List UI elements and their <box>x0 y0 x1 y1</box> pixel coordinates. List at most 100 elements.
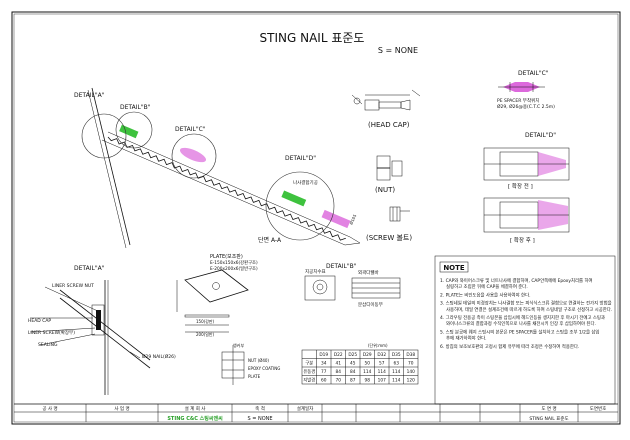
da-leader-1 <box>44 286 101 313</box>
sheet-inner-border <box>13 13 619 423</box>
head-cap-tip <box>400 99 411 111</box>
main-nail-assembly: Ø105 <box>81 87 361 249</box>
screw-body <box>389 206 401 222</box>
titleblock-header: 설 계 회 사 <box>185 405 207 412</box>
plate-iso <box>184 269 249 303</box>
plate-title: PLATE(보조판) <box>210 253 243 260</box>
spec-table-cell: 41 <box>336 361 342 367</box>
head-cap-left-label: HEAD CAP <box>28 318 51 324</box>
drawing-title: STING NAIL 표준도 <box>260 31 365 45</box>
sheet-border <box>11 11 621 425</box>
nut-square-2 <box>376 167 391 181</box>
head-cap-shaft <box>378 101 402 109</box>
pe-spacer-label-2: Ø29, Ø26@용(C.T.C 2.5m) <box>497 103 555 110</box>
plate-dim-text-2: 200(일반) <box>196 331 215 337</box>
spec-table-cell: 114 <box>378 369 386 375</box>
titleblock-header: 축 척 <box>255 405 265 412</box>
head-cap-body <box>364 99 380 111</box>
before-expand-drawing <box>483 147 570 181</box>
spec-table-cell: 87 <box>350 378 356 384</box>
spec-table-cell: 유동경 <box>303 368 315 375</box>
spec-table-cell: 140 <box>407 369 415 375</box>
head-cap-leader <box>351 94 363 105</box>
anchor-label: 앵커부 <box>233 342 244 348</box>
hole-lower-line <box>101 139 346 246</box>
spec-table-cell: 34 <box>321 361 327 367</box>
spec-table-cell: 98 <box>365 378 371 384</box>
spec-table-header: D19 <box>319 352 328 358</box>
anchor-zone-label: 외곽다웰바 <box>358 269 380 276</box>
rebar-thread <box>107 136 346 241</box>
table-unit: (단위:mm) <box>368 342 388 348</box>
after-expand-drawing <box>483 197 570 233</box>
da-leader-3 <box>29 327 96 333</box>
detail-b-label: DETAIL"B" <box>120 104 151 111</box>
detail-a-bottom-label: DETAIL"A" <box>74 265 105 272</box>
titleblock-header: 사 업 명 <box>114 405 129 412</box>
db-bolt-inner <box>316 283 324 291</box>
detail-c-label: DETAIL"C" <box>175 126 206 133</box>
note-item-line: 5. 스팅 분공에 웨지 스팅시의 본문은 PE SPACER를 설치하고 스팅… <box>440 328 599 335</box>
after-caption: [ 확장 후 ] <box>510 236 535 244</box>
liner-screw-nut-label: LINER SCREW NUT <box>52 283 94 289</box>
detail-c-right-label: DETAIL"C" <box>518 70 549 77</box>
detail-c-circle <box>171 133 217 179</box>
note-item-line: 실링하고 조립한 뒤에 CAP을 체결하여 준다. <box>446 283 528 290</box>
head-cap-caption: (HEAD CAP) <box>368 121 410 129</box>
screw-drawing <box>389 206 410 222</box>
note-title: NOTE <box>443 264 465 272</box>
pe-spacer-drawing <box>498 82 545 92</box>
note-item-line: 3. 스팅네일 테일의 이경장치는 나사결합 또는 피식식스크류 결합으로 연결… <box>440 300 612 307</box>
head-cap-drawing <box>351 89 421 111</box>
insert-label: 분삽디이동부 <box>358 301 383 308</box>
plate-small-label: PLATE <box>248 374 261 379</box>
hole-dimension: Ø105 <box>348 213 357 225</box>
spec-table-cell: 120 <box>407 378 415 384</box>
nut-drawing <box>376 155 403 181</box>
spec-table-header: D22 <box>334 352 343 358</box>
screw-caption: (SCREW 볼트) <box>366 233 412 242</box>
magenta-anchor <box>321 209 351 229</box>
green-spacer-1 <box>119 124 139 139</box>
da-head-cap <box>91 304 105 336</box>
spec-table-header: D38 <box>406 352 415 358</box>
spec-table-cell: 57 <box>379 361 385 367</box>
detail-d-label: DETAIL"D" <box>285 155 316 162</box>
spec-table-cell: 50 <box>365 361 371 367</box>
nut-side <box>391 160 403 177</box>
da-leader-5 <box>129 351 141 359</box>
spec-table-cell: 114 <box>392 369 400 375</box>
plate-line-2: E-200x200x6(일반구조) <box>210 265 258 272</box>
section-aa-label: 단면 A-A <box>258 236 282 244</box>
head-cap-end-circle <box>353 97 361 105</box>
pe-spacer-label-1: PE SPACER 부착위치 <box>497 97 539 104</box>
plate-hole <box>212 282 220 290</box>
plate-side <box>184 314 230 318</box>
spec-table-cell: 지발경 <box>303 377 315 384</box>
note-item-line: 2. PLATE는 비인도음을 사용을 사용하여야 한다. <box>440 291 531 298</box>
spec-table-cell: 45 <box>350 361 356 367</box>
epoxy-label: EPOXY COATING <box>248 366 280 371</box>
nut-assembly-drawing <box>221 345 245 385</box>
note-item-line: 4. 그라우팅 전용공 측이 스팅본을 삽입시에 헤드인등을 생지지한 후 마시… <box>440 314 605 321</box>
spec-table-cell: 114 <box>392 378 400 384</box>
wall-line-inner <box>87 89 127 249</box>
dia-nail-label: Ø29 NAIL(Ø26) <box>142 353 176 360</box>
detail-b-circle <box>115 111 153 149</box>
titleblock-company: STING C&C 스팅씨앤씨 <box>167 415 223 422</box>
titleblock-scale: S = NONE <box>247 416 272 422</box>
note-item-line: 6. 방침의 보조보호판의 고정시 합제 유무에 따라 조정은 수정하여 적용한… <box>440 343 579 350</box>
titleblock-header: 공 사 명 <box>42 405 57 412</box>
nut-small-label: NUT (Ø40) <box>248 358 269 363</box>
spec-table-cell: 70 <box>336 378 342 384</box>
plate-dim-text-1: 150(강판) <box>196 318 215 324</box>
note-item-line: 1. CAP와 와이어스크류 및 너트나사에 결합하며, CAP안쪽에에 Epo… <box>440 277 593 284</box>
plate-drawing <box>176 269 249 333</box>
note-title-box <box>439 261 469 273</box>
detail-a-label: DETAIL"A" <box>74 92 105 99</box>
spec-table-cell: 114 <box>363 369 371 375</box>
titleblock-header: 설계일자 <box>297 405 314 412</box>
